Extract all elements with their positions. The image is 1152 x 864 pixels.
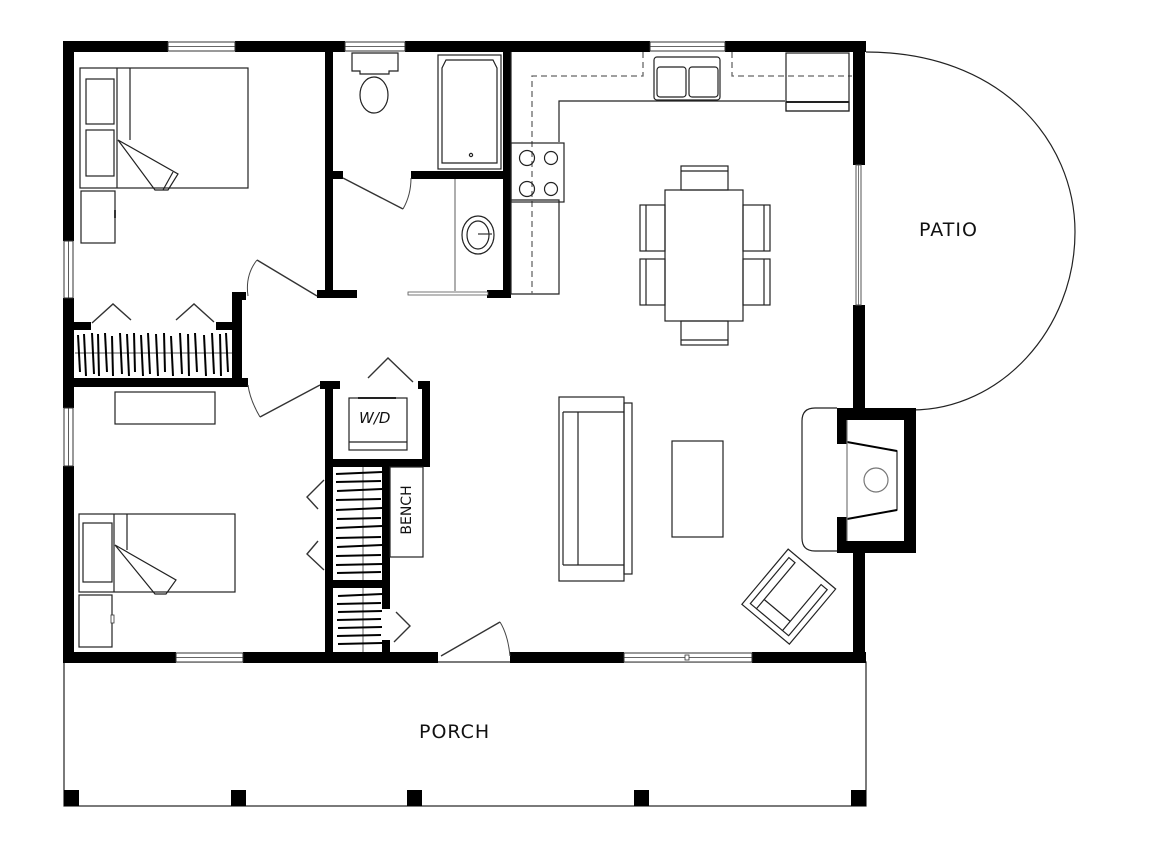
closet-bifold-door [175,303,215,323]
porch [63,661,867,807]
firebox [846,441,898,520]
patio-label: PATIO [919,219,978,241]
bed [79,67,249,189]
dining-table [664,189,744,322]
interior-walls [63,41,916,662]
bedroom-1-door [256,259,318,297]
nightstand [78,594,113,648]
bedroom-2-door [259,384,321,418]
chair [639,204,666,252]
bed [78,513,236,593]
porch-post [407,790,422,806]
bed-sheet-fold [117,139,179,191]
patio-outline [865,51,1076,411]
laundry-closets [306,357,424,652]
chair [742,204,771,252]
nightstand [80,190,116,244]
dresser [114,391,216,425]
toilet-bowl [359,76,389,114]
bench [389,466,424,558]
kitchen-counter [510,52,785,295]
fireplace-grate [863,467,889,493]
upper-cabinets [531,52,644,294]
porch-label: PORCH [419,721,491,743]
pillow [85,78,115,125]
bathtub [437,54,502,170]
armchair [741,548,837,645]
kitchen [510,52,852,295]
burner [543,181,559,197]
porch-post [64,790,79,806]
toilet-tank [351,52,399,75]
bench-label: BENCH [399,485,415,535]
living-room [440,396,898,657]
bedroom-1 [75,67,318,377]
burner [543,150,559,166]
closet-bifold-door [306,479,325,510]
chair [680,165,729,191]
chair [639,258,666,306]
bathroom-door [342,177,404,210]
porch-post [634,790,649,806]
windows [63,41,862,663]
porch-post [231,790,246,806]
front-door [440,621,501,657]
burner [518,180,536,198]
laundry-bifold-door [367,357,414,383]
pillow [85,129,115,177]
burner [518,149,536,167]
chair [742,258,771,306]
washer-dryer-label: W/D [359,409,391,427]
bedroom-2 [78,384,321,648]
kitchen-sink [653,56,721,101]
closet-bifold-door [306,540,325,571]
sofa [558,396,633,582]
porch-post [851,790,866,806]
dining-set [639,165,771,346]
bed-sheet-fold [114,544,177,595]
coffee-table [671,440,724,538]
pillow [82,522,113,583]
closet-bifold-door [91,303,132,324]
cooktop [510,142,565,203]
exterior-walls [63,41,866,663]
chair [680,320,729,346]
bathroom [342,52,502,296]
sink [461,215,495,255]
closet-bifold-door [393,611,411,643]
hearth [801,407,837,552]
